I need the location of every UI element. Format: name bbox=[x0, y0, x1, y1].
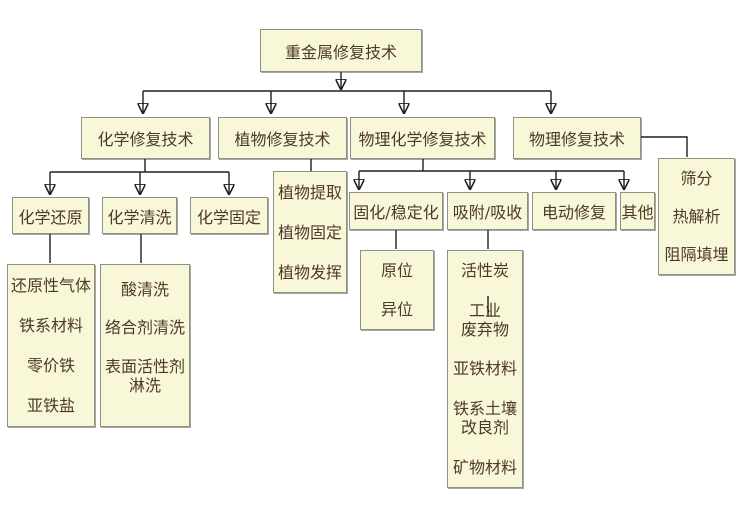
node-chemical-fixation: 化学固定 bbox=[190, 197, 268, 234]
physical-method-barrier-landfill: 阻隔填埋 bbox=[664, 245, 729, 265]
node-phyto-methods-list: 植物提取 植物固定 植物发挥 bbox=[273, 171, 347, 293]
node-physical-methods-list: 筛分 热解析 阻隔填埋 bbox=[658, 158, 735, 275]
node-chemical-washing-label: 化学清洗 bbox=[107, 207, 172, 227]
adsorbent-mineral-materials: 矿物材料 bbox=[452, 457, 517, 477]
node-other: 其他 bbox=[620, 192, 655, 230]
washing-agent-chelating: 络合剂清洗 bbox=[104, 317, 185, 337]
phyto-method-stabilization: 植物固定 bbox=[277, 222, 342, 242]
physical-method-thermal-desorption: 热解析 bbox=[672, 206, 721, 226]
node-adsorption-absorption-label: 吸附/吸收 bbox=[452, 203, 523, 222]
node-phyto-remediation: 植物修复技术 bbox=[218, 117, 347, 159]
adsorbent-industrial-waste: 工业 废弃物 bbox=[460, 300, 509, 339]
node-physical-remediation: 物理修复技术 bbox=[513, 117, 641, 159]
node-washing-agents-list: 酸清洗 络合剂清洗 表面活性剂 淋洗 bbox=[100, 264, 190, 427]
node-physical-remediation-label: 物理修复技术 bbox=[528, 130, 625, 149]
node-solidification-modes-list: 原位 异位 bbox=[360, 250, 434, 330]
node-physicochemical-remediation: 物理化学修复技术 bbox=[350, 117, 495, 159]
reduction-agent-iron-materials: 铁系材料 bbox=[18, 315, 83, 335]
node-physicochemical-remediation-label: 物理化学修复技术 bbox=[358, 130, 487, 149]
node-chemical-reduction: 化学还原 bbox=[12, 197, 89, 234]
reduction-agent-reducing-gas: 还原性气体 bbox=[10, 275, 91, 295]
node-chemical-remediation: 化学修复技术 bbox=[81, 117, 210, 159]
adsorbent-ferrous-materials: 亚铁材料 bbox=[452, 359, 517, 379]
node-phyto-remediation-label: 植物修复技术 bbox=[234, 130, 331, 149]
node-electrokinetic-remediation: 电动修复 bbox=[532, 192, 616, 230]
node-adsorbents-list: 活性炭 工业 废弃物 亚铁材料 铁系土壤 改良剂 矿物材料 bbox=[447, 250, 523, 488]
node-root: 重金属修复技术 bbox=[260, 29, 422, 72]
solidification-mode-ex-situ: 异位 bbox=[380, 300, 413, 319]
node-chemical-reduction-label: 化学还原 bbox=[18, 207, 83, 227]
reduction-agent-zero-valent-iron: 零价铁 bbox=[26, 356, 75, 376]
node-reduction-agents-list: 还原性气体 铁系材料 零价铁 亚铁盐 bbox=[7, 264, 95, 427]
node-chemical-washing: 化学清洗 bbox=[102, 197, 177, 234]
washing-agent-surfactant: 表面活性剂 淋洗 bbox=[104, 357, 185, 395]
washing-agent-acid: 酸清洗 bbox=[120, 279, 169, 299]
phyto-method-extraction: 植物提取 bbox=[277, 182, 342, 202]
solidification-mode-in-situ: 原位 bbox=[380, 261, 413, 280]
node-other-label: 其他 bbox=[621, 203, 654, 222]
node-root-label: 重金属修复技术 bbox=[284, 42, 397, 62]
phyto-method-volatilization: 植物发挥 bbox=[277, 262, 342, 282]
physical-method-screening: 筛分 bbox=[680, 168, 713, 188]
connector-physical-elbow bbox=[641, 136, 688, 157]
adsorbent-activated-carbon: 活性炭 bbox=[460, 261, 509, 281]
node-solidification-stabilization: 固化/稳定化 bbox=[349, 192, 443, 230]
node-adsorption-absorption: 吸附/吸收 bbox=[447, 192, 528, 230]
adsorbent-iron-soil-conditioner: 铁系土壤 改良剂 bbox=[452, 399, 517, 438]
node-chemical-remediation-label: 化学修复技术 bbox=[97, 130, 194, 149]
node-chemical-fixation-label: 化学固定 bbox=[196, 207, 261, 227]
reduction-agent-ferrous-salt: 亚铁盐 bbox=[26, 396, 75, 416]
node-solidification-stabilization-label: 固化/稳定化 bbox=[353, 203, 439, 222]
node-electrokinetic-remediation-label: 电动修复 bbox=[541, 203, 606, 222]
